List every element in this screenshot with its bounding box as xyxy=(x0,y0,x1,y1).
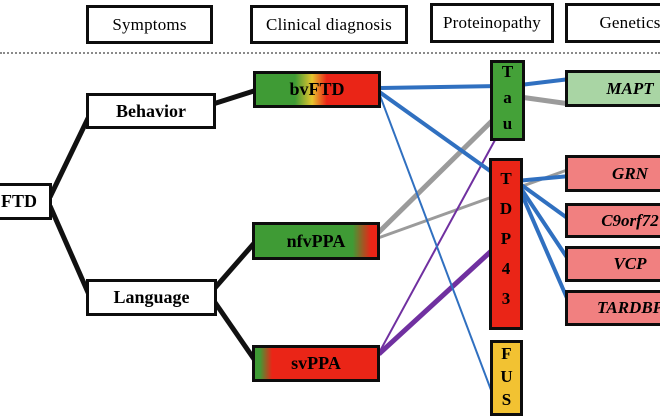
node-behavior: Behavior xyxy=(86,93,216,129)
edge-tdp43-c9orf72 xyxy=(514,179,572,222)
edge-ftd-language xyxy=(47,204,93,299)
header-genetics: Genetics xyxy=(565,3,660,43)
node-fus: FUS xyxy=(490,340,523,416)
edge-ftd-behavior xyxy=(47,108,95,199)
edge-bvftd-tau xyxy=(377,84,501,90)
node-nfvppa: nfvPPA xyxy=(252,222,380,260)
header-separator xyxy=(0,52,660,54)
edge-tau-mapt-gray xyxy=(519,94,571,107)
edge-svppa-tdp43 xyxy=(377,241,502,356)
node-mapt: MAPT xyxy=(565,70,660,107)
edge-bvftd-tdp43 xyxy=(376,89,502,180)
node-tardbp: TARDBP xyxy=(565,290,660,326)
header-clinical-diagnosis: Clinical diagnosis xyxy=(250,5,408,44)
node-grn: GRN xyxy=(565,155,660,192)
node-vcp: VCP xyxy=(565,246,660,282)
node-tau: Tau xyxy=(490,60,525,141)
edge-language-nfvppa xyxy=(212,239,258,291)
node-tdp43: TDP43 xyxy=(489,158,523,330)
edge-tau-mapt-blue xyxy=(519,77,571,87)
node-language: Language xyxy=(86,279,217,316)
node-bvftd: bvFTD xyxy=(253,71,381,108)
edge-nfvppa-tau xyxy=(376,111,502,235)
edge-language-svppa xyxy=(211,299,259,364)
header-symptoms: Symptoms xyxy=(86,5,213,44)
edge-behavior-bvftd xyxy=(212,87,258,107)
node-svppa: svPPA xyxy=(252,345,380,382)
edge-tdp43-vcp xyxy=(514,179,572,264)
node-c9orf72: C9orf72 xyxy=(565,203,660,238)
edge-tdp43-grn xyxy=(515,174,571,183)
header-proteinopathy: Proteinopathy xyxy=(430,3,554,43)
edge-tdp43-tardbp xyxy=(514,180,572,306)
edge-bvftd-fus xyxy=(378,92,492,391)
node-ftd: FTD xyxy=(0,183,52,220)
